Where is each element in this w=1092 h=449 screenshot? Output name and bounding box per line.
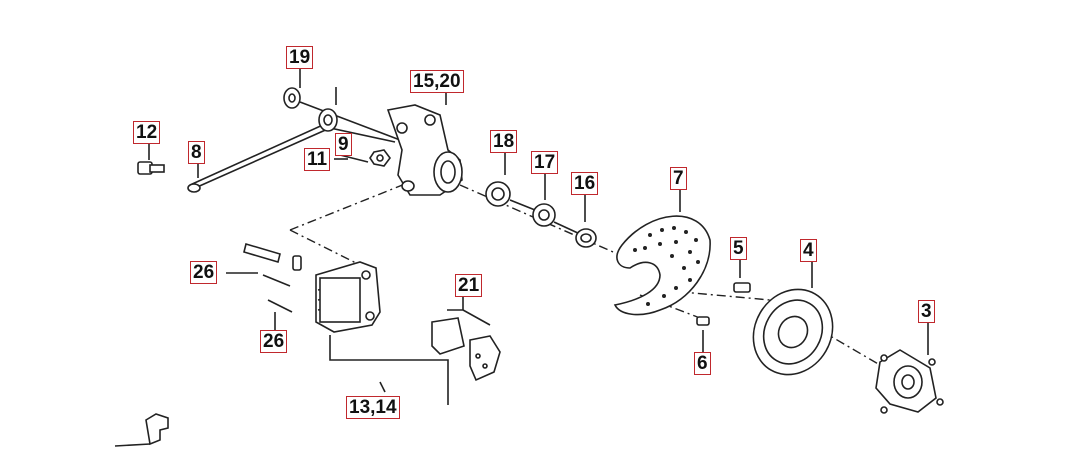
callout-17: 17 xyxy=(531,151,559,174)
callout-16: 16 xyxy=(571,172,599,195)
banjo-bolt-12 xyxy=(137,161,165,175)
disc-guard-7 xyxy=(613,215,711,316)
callout-9: 9 xyxy=(335,133,352,156)
seal-16 xyxy=(575,228,597,248)
assembly-axis-line xyxy=(289,229,361,266)
bolt-5 xyxy=(733,282,751,293)
caliper-pin-26 xyxy=(267,299,293,313)
axle-line xyxy=(553,221,581,235)
wheel-hub-3 xyxy=(875,349,944,414)
assembly-axis-line xyxy=(819,329,881,366)
callout-5: 5 xyxy=(730,237,747,260)
leader-lines xyxy=(148,67,929,405)
callout-6: 6 xyxy=(694,352,711,375)
caliper-bolt xyxy=(292,255,302,271)
caliper-pin-26 xyxy=(262,274,291,287)
bolt-6 xyxy=(696,316,710,326)
axle-line xyxy=(299,101,401,141)
steering-knuckle xyxy=(386,104,463,196)
nut-9 xyxy=(369,149,391,167)
callout-15-20: 15,20 xyxy=(410,70,464,93)
callout-3: 3 xyxy=(918,300,935,323)
callout-13-14: 13,14 xyxy=(346,396,400,419)
bushing xyxy=(318,108,338,132)
callout-7: 7 xyxy=(670,167,687,190)
bleed-valve xyxy=(243,242,281,264)
mounting-bracket xyxy=(114,413,169,447)
callout-12: 12 xyxy=(133,121,161,144)
axle-line xyxy=(509,199,536,211)
bearing-18 xyxy=(485,181,511,207)
seal-19 xyxy=(283,87,301,109)
callout-4: 4 xyxy=(800,239,817,262)
callout-21: 21 xyxy=(455,274,483,297)
callout-19: 19 xyxy=(286,46,314,69)
callout-18: 18 xyxy=(490,130,518,153)
bearing-17 xyxy=(532,203,556,227)
brake-caliper xyxy=(315,261,381,333)
cotter-pin-11 xyxy=(339,154,369,163)
brake-pads-21 xyxy=(431,317,501,382)
brake-hose xyxy=(187,123,396,193)
callout-26: 26 xyxy=(190,261,218,284)
callout-11: 11 xyxy=(304,148,331,171)
brake-rotor-4 xyxy=(752,288,834,376)
callout-26: 26 xyxy=(260,330,288,353)
callout-8: 8 xyxy=(188,141,205,164)
